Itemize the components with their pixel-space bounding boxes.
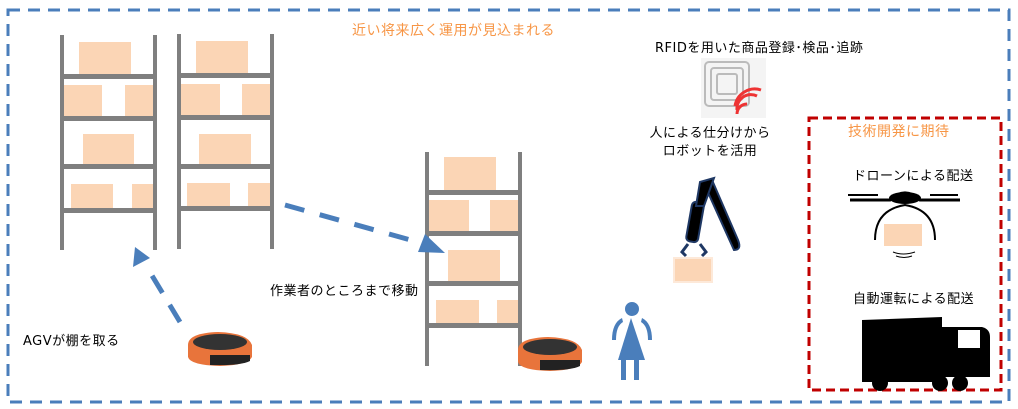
robot-label-line1: 人による仕分けから — [649, 126, 771, 141]
agv-robot-icon — [188, 332, 252, 366]
arrow-agv-to-shelf — [133, 247, 183, 324]
shelf-1 — [60, 35, 157, 250]
robot-label-line2: ロボットを活用 — [662, 144, 758, 159]
future-tech-dashed-frame — [807, 116, 1003, 392]
shelf-3 — [425, 152, 522, 366]
outer-dashed-frame — [6, 8, 1011, 404]
worker-person-icon — [612, 302, 652, 380]
drone-icon — [848, 191, 960, 258]
headline-label: 近い将来広く運用が見込まれる — [352, 23, 555, 39]
autonomous-delivery-label: 自動運転による配送 — [853, 292, 975, 307]
future-tech-title: 技術開発に期待 — [848, 124, 950, 140]
rfid-tag-icon — [701, 58, 766, 118]
robot-arm-icon — [673, 176, 741, 283]
arrow-to-worker — [284, 202, 445, 253]
truck-icon — [862, 317, 990, 391]
move-to-worker-label: 作業者のところまで移動 — [270, 284, 419, 299]
rfid-label: RFIDを用いた商品登録･検品･追跡 — [655, 41, 864, 56]
shelf-2 — [177, 34, 274, 249]
drone-delivery-label: ドローンによる配送 — [853, 169, 974, 184]
agv-takes-shelf-label: AGVが棚を取る — [23, 334, 120, 349]
agv-robot-icon-2 — [518, 337, 582, 371]
